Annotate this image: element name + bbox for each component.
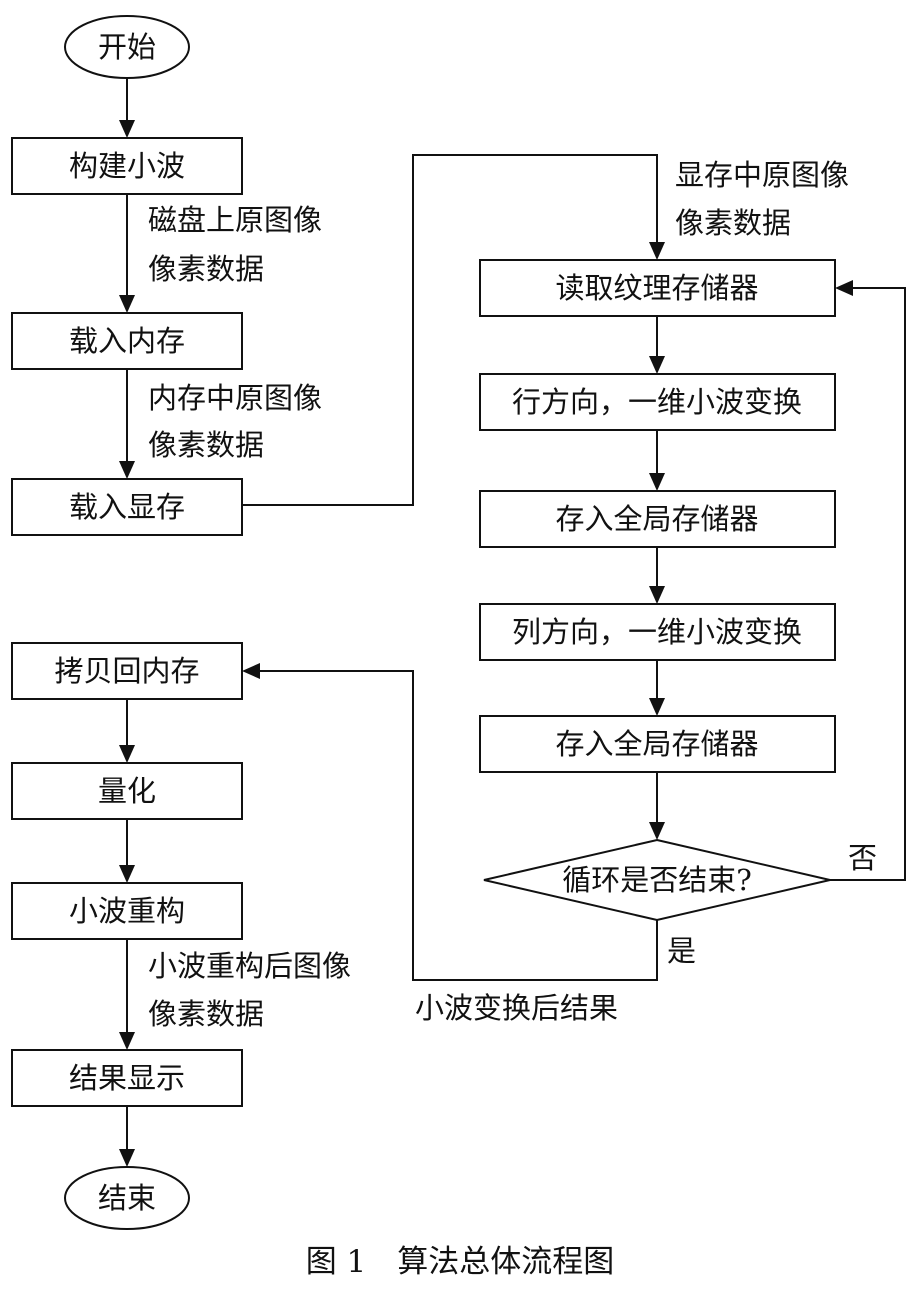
node-show-result-label: 结果显示 <box>69 1061 185 1095</box>
node-reconstruct-label: 小波重构 <box>69 894 185 928</box>
node-store-global-1: 存入全局存储器 <box>479 490 836 548</box>
edge-label-vram-pixels-line2: 像素数据 <box>675 206 791 240</box>
edge-label-transform-result: 小波变换后结果 <box>415 991 618 1025</box>
edges <box>126 78 906 1153</box>
node-row-transform: 行方向，一维小波变换 <box>479 373 836 431</box>
node-load-memory-label: 载入内存 <box>69 324 185 358</box>
node-copy-back: 拷贝回内存 <box>11 642 243 700</box>
arrowhead-load-memory <box>119 295 135 313</box>
arrowhead-col <box>649 586 665 604</box>
arrowhead-store1 <box>649 473 665 491</box>
arrowhead-show <box>119 1032 135 1050</box>
edge-label-disk-pixels: 磁盘上原图像 像素数据 <box>148 203 322 286</box>
node-loop-check: 循环是否结束? <box>483 838 831 922</box>
arrowhead-copy-back <box>242 663 260 679</box>
node-quantize: 量化 <box>11 762 243 820</box>
node-col-transform: 列方向，一维小波变换 <box>479 603 836 661</box>
edge-label-memory-pixels-line1: 内存中原图像 <box>148 381 322 415</box>
node-store-global-2: 存入全局存储器 <box>479 715 836 773</box>
node-copy-back-label: 拷贝回内存 <box>54 654 199 688</box>
edge-label-memory-pixels: 内存中原图像 像素数据 <box>148 381 322 462</box>
arrowheads <box>119 120 853 1167</box>
node-quantize-label: 量化 <box>98 774 156 808</box>
arrowhead-end <box>119 1149 135 1167</box>
node-row-transform-label: 行方向，一维小波变换 <box>512 385 802 419</box>
node-build-wavelet: 构建小波 <box>11 137 243 195</box>
arrowhead-loop <box>649 822 665 840</box>
node-load-vram: 载入显存 <box>11 478 243 536</box>
node-read-texture-label: 读取纹理存储器 <box>555 271 758 305</box>
edge-label-vram-pixels-line1: 显存中原图像 <box>675 158 849 192</box>
arrowhead-store2 <box>649 698 665 716</box>
node-reconstruct: 小波重构 <box>11 882 243 940</box>
edge-load-vram-to-read-texture <box>242 154 658 506</box>
node-store-global-2-label: 存入全局存储器 <box>555 727 758 761</box>
node-start: 开始 <box>64 15 190 79</box>
edge-loop-no <box>830 287 906 881</box>
node-end: 结束 <box>64 1166 190 1230</box>
edge-label-disk-pixels-line2: 像素数据 <box>148 252 264 286</box>
node-loop-check-label: 循环是否结束? <box>562 863 752 897</box>
arrowhead-row <box>649 356 665 374</box>
edge-loop-yes <box>256 670 658 981</box>
edge-label-vram-pixels: 显存中原图像 像素数据 <box>675 158 849 240</box>
arrowhead-reconstruct <box>119 865 135 883</box>
node-col-transform-label: 列方向，一维小波变换 <box>512 615 802 649</box>
arrowhead-build <box>119 120 135 138</box>
edge-label-reconstructed-pixels-line1: 小波重构后图像 <box>148 949 351 983</box>
edge-label-yes: 是 <box>667 934 696 968</box>
edge-label-memory-pixels-line2: 像素数据 <box>148 428 264 462</box>
node-end-label: 结束 <box>98 1181 156 1215</box>
node-load-vram-label: 载入显存 <box>69 490 185 524</box>
arrowhead-load-vram <box>119 461 135 479</box>
node-show-result: 结果显示 <box>11 1049 243 1107</box>
arrowhead-quantize <box>119 745 135 763</box>
node-read-texture: 读取纹理存储器 <box>479 259 836 317</box>
figure-caption: 图 1 算法总体流程图 <box>306 1244 615 1280</box>
arrowhead-read-texture <box>649 242 665 260</box>
node-start-label: 开始 <box>98 30 156 64</box>
arrowhead-loop-no <box>835 280 853 296</box>
edge-label-disk-pixels-line1: 磁盘上原图像 <box>148 203 322 237</box>
node-load-memory: 载入内存 <box>11 312 243 370</box>
edge-label-reconstructed-pixels: 小波重构后图像 像素数据 <box>148 949 351 1031</box>
edge-label-reconstructed-pixels-line2: 像素数据 <box>148 997 264 1031</box>
node-build-wavelet-label: 构建小波 <box>69 149 185 183</box>
edge-label-no: 否 <box>848 841 877 875</box>
node-store-global-1-label: 存入全局存储器 <box>555 502 758 536</box>
